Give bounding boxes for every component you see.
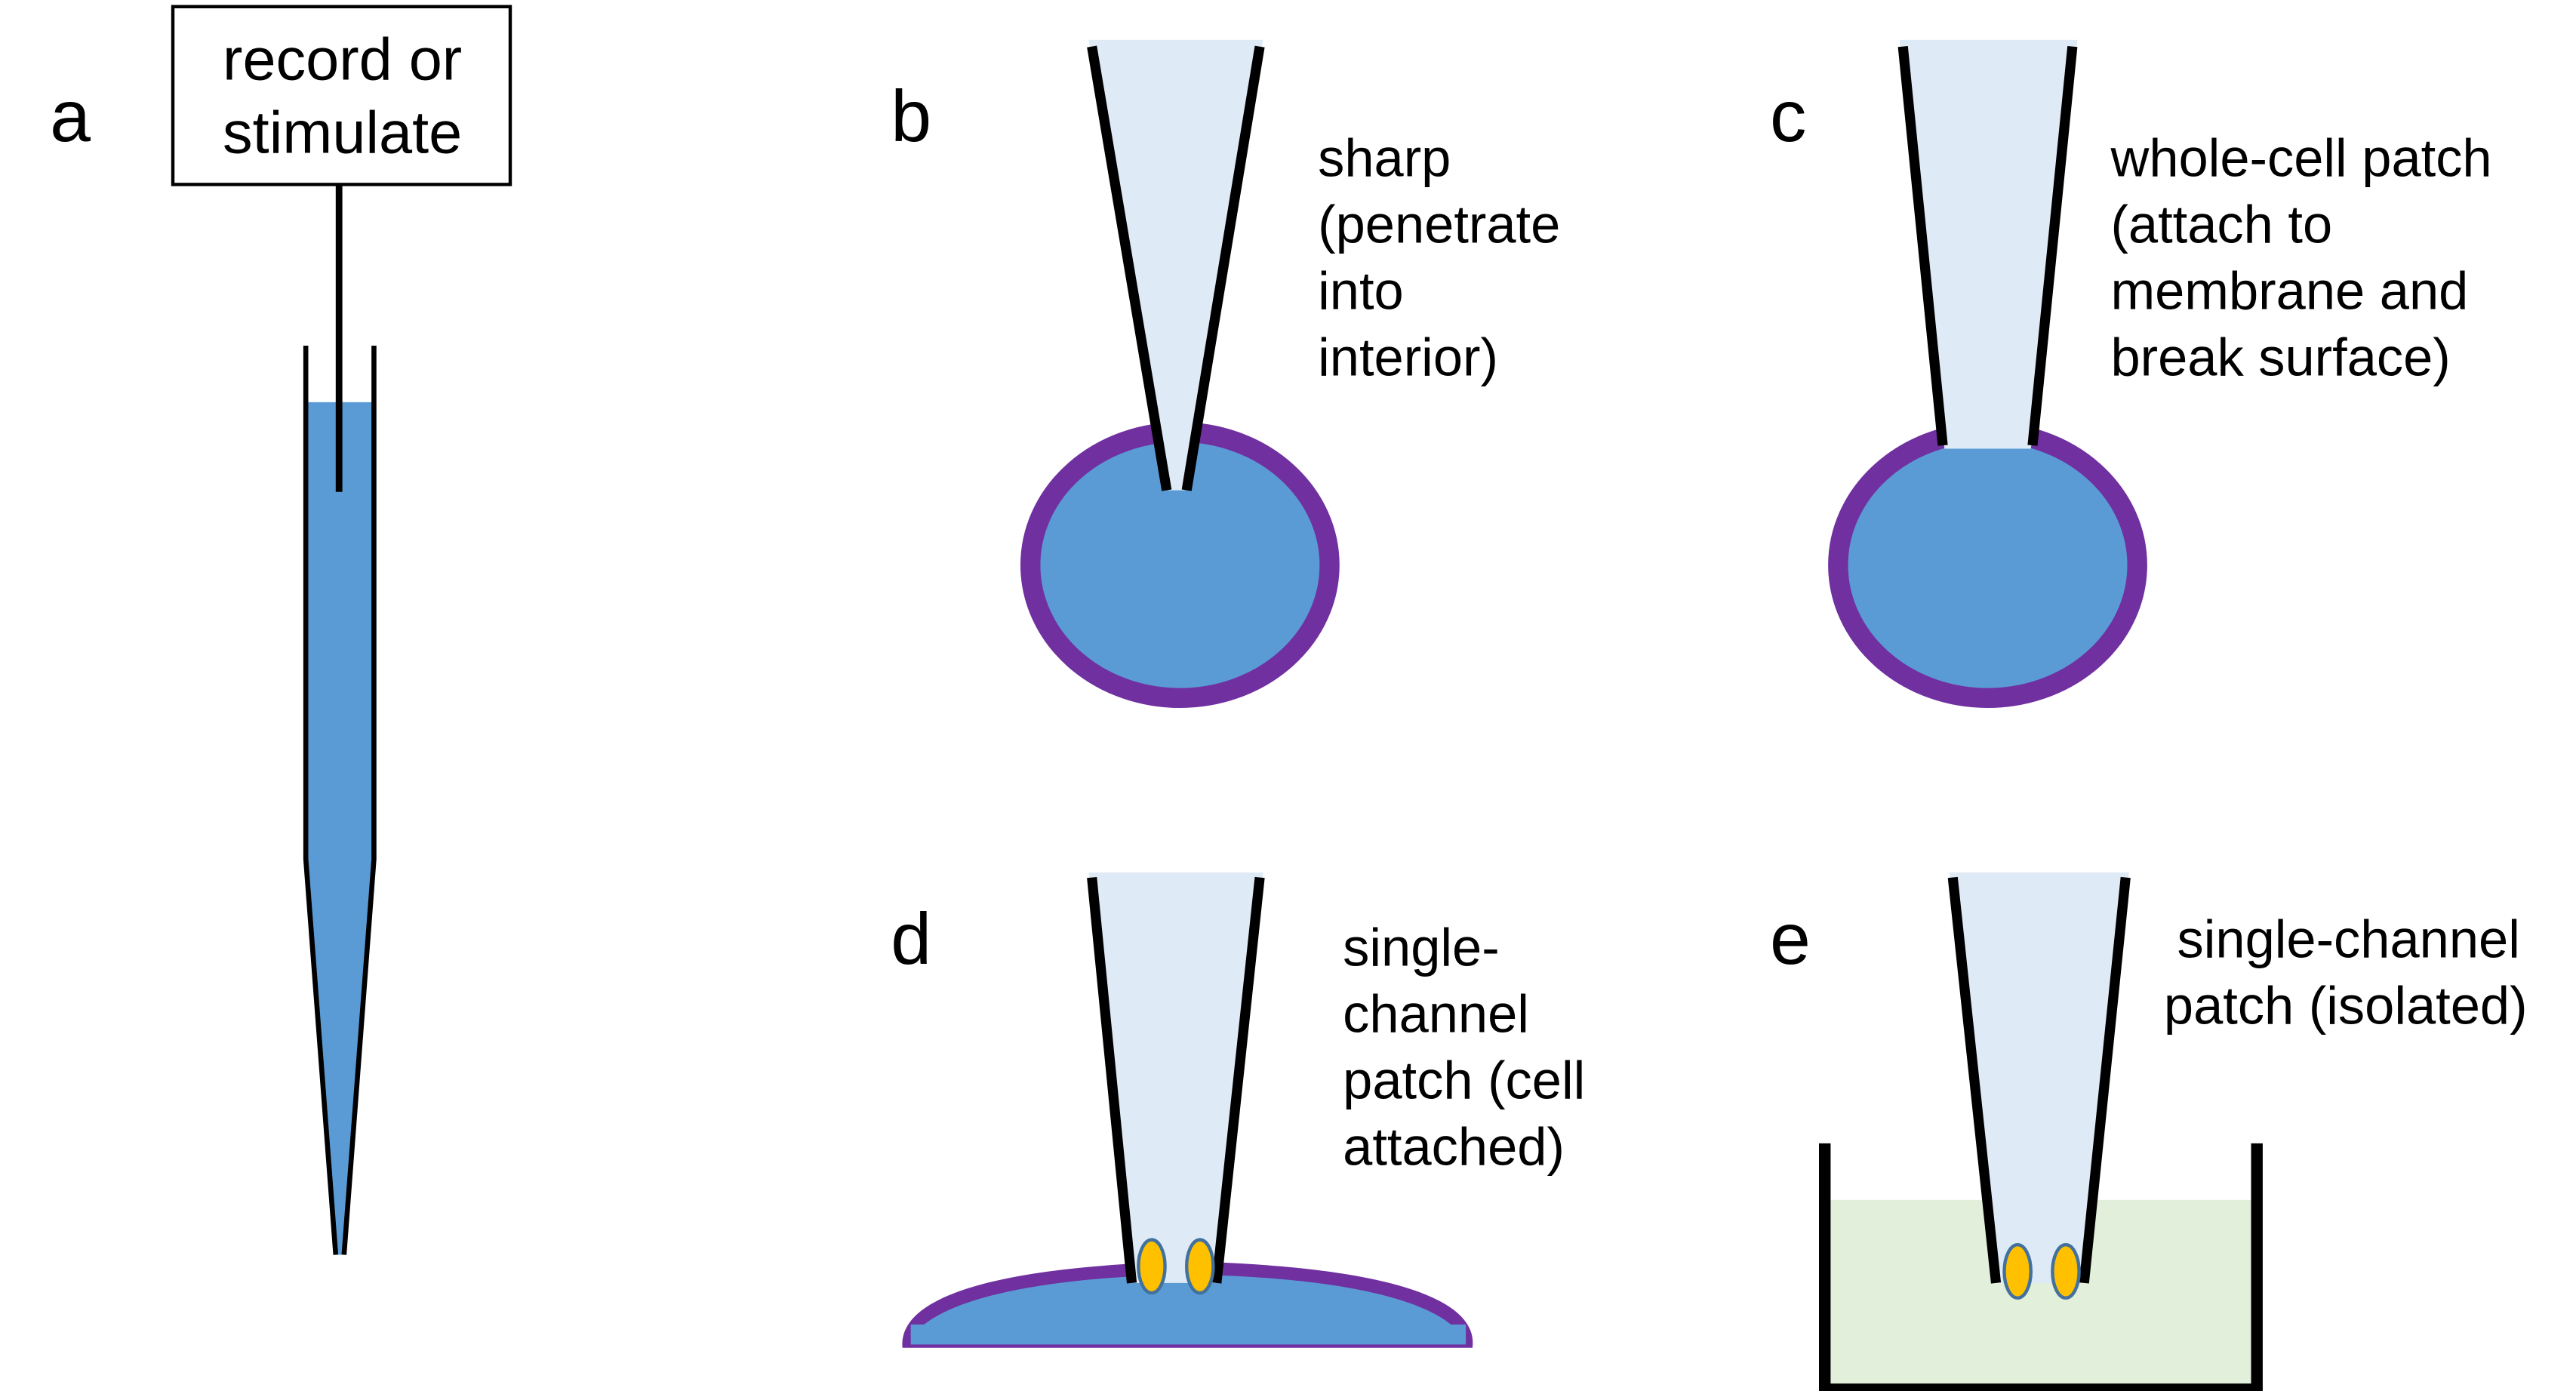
pipette-wall-right [341, 345, 377, 1255]
ion-channel [2002, 1243, 2033, 1300]
caption-c-4: break surface) [2110, 328, 2450, 387]
patch-pipette [1088, 872, 1263, 1283]
cell [910, 1274, 1467, 1345]
electrolyte-fill [306, 402, 374, 1255]
bath-dish [1819, 1143, 2263, 1391]
panel-label-e: e [1770, 897, 1811, 980]
panel-label-b: b [891, 75, 931, 157]
pipette-wall-left [303, 345, 339, 1255]
caption-b-2: (penetrate [1318, 194, 1560, 254]
caption-c-1: whole-cell patch [2110, 128, 2491, 187]
panel-label-d: d [891, 897, 931, 980]
caption-d-1: single- [1343, 917, 1500, 977]
sharp-pipette [1088, 39, 1263, 491]
panel-label-a: a [50, 75, 91, 157]
ion-channel [1137, 1238, 1167, 1295]
caption-e-1: single-channel [2177, 909, 2520, 968]
patch-pipette [1949, 872, 2129, 1283]
caption-b-3: into [1318, 261, 1404, 321]
caption-d-3: patch (cell [1343, 1050, 1585, 1109]
caption-d-4: attached) [1343, 1117, 1565, 1177]
panel-d: d single- channel patch (cell attached) [891, 872, 1585, 1348]
panel-label-c: c [1770, 75, 1806, 157]
box-text-line-1: record or [223, 26, 462, 93]
caption-b-1: sharp [1318, 128, 1451, 187]
patch-pipette [1899, 39, 2078, 449]
cell [1828, 422, 2147, 709]
caption-c-3: membrane and [2110, 261, 2468, 321]
ion-channel [1184, 1238, 1215, 1295]
caption-e-2: patch (isolated) [2164, 975, 2528, 1035]
caption-b-4: interior) [1318, 328, 1498, 387]
ion-channel [2051, 1243, 2081, 1300]
panel-c: c whole-cell patch (attach to membrane a… [1770, 39, 2492, 709]
caption-d-2: channel [1343, 983, 1529, 1043]
caption-c-2: (attach to [2110, 194, 2332, 254]
panel-a: a record or stimulate [50, 5, 512, 1255]
box-text-line-2: stimulate [223, 99, 462, 166]
panel-e: e single-channel patch (isolated) [1770, 872, 2528, 1391]
panel-b: b sharp (penetrate into interior) [891, 39, 1560, 709]
amplifier-box [171, 5, 512, 186]
